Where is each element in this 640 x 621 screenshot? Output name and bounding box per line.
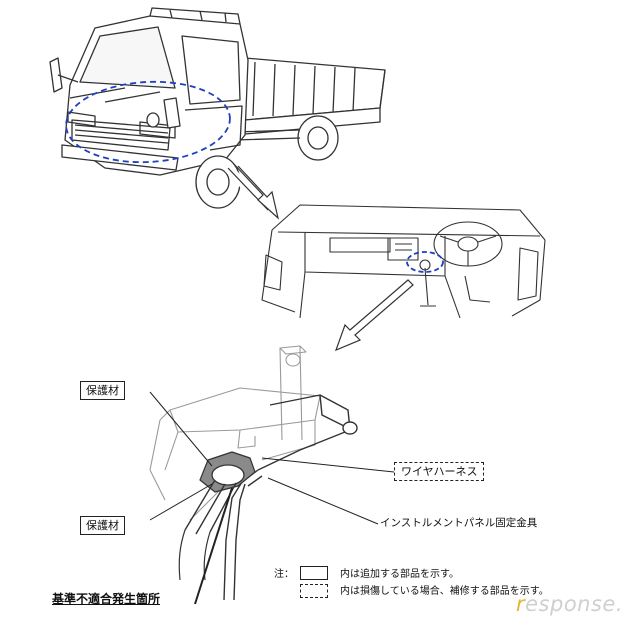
wire-harness-shape [211,464,245,486]
legend-dashed-box [300,584,328,598]
leader-lines [149,391,395,605]
label-nonconformity-location: 基準不適合発生箇所 [52,592,161,606]
detail-illustration [149,345,358,601]
note-solid-box: 内は追加する部品を示す。 [340,569,459,580]
label-wire-harness: ワイヤハーネス [394,462,485,481]
highlight-dashboard [406,251,444,273]
arrow-to-detail [334,279,414,352]
dashboard-illustration [261,204,546,319]
truck-illustration [49,7,386,209]
highlight-cab [65,80,231,164]
legend-solid-box [300,566,328,580]
watermark-text: esponse. [525,592,624,616]
note-heading: 注： [274,569,294,580]
arrow-to-dashboard [224,162,280,220]
watermark-prefix: r [516,592,526,616]
label-instrument-panel-bracket: インストルメントパネル固定金具 [380,517,538,529]
label-protective-material-top: 保護材 [80,381,125,400]
response-watermark: response. [516,594,623,615]
note-dashed-box: 内は損傷している場合、補修する部品を示す。 [340,586,549,597]
label-protective-material-bottom: 保護材 [80,516,125,535]
